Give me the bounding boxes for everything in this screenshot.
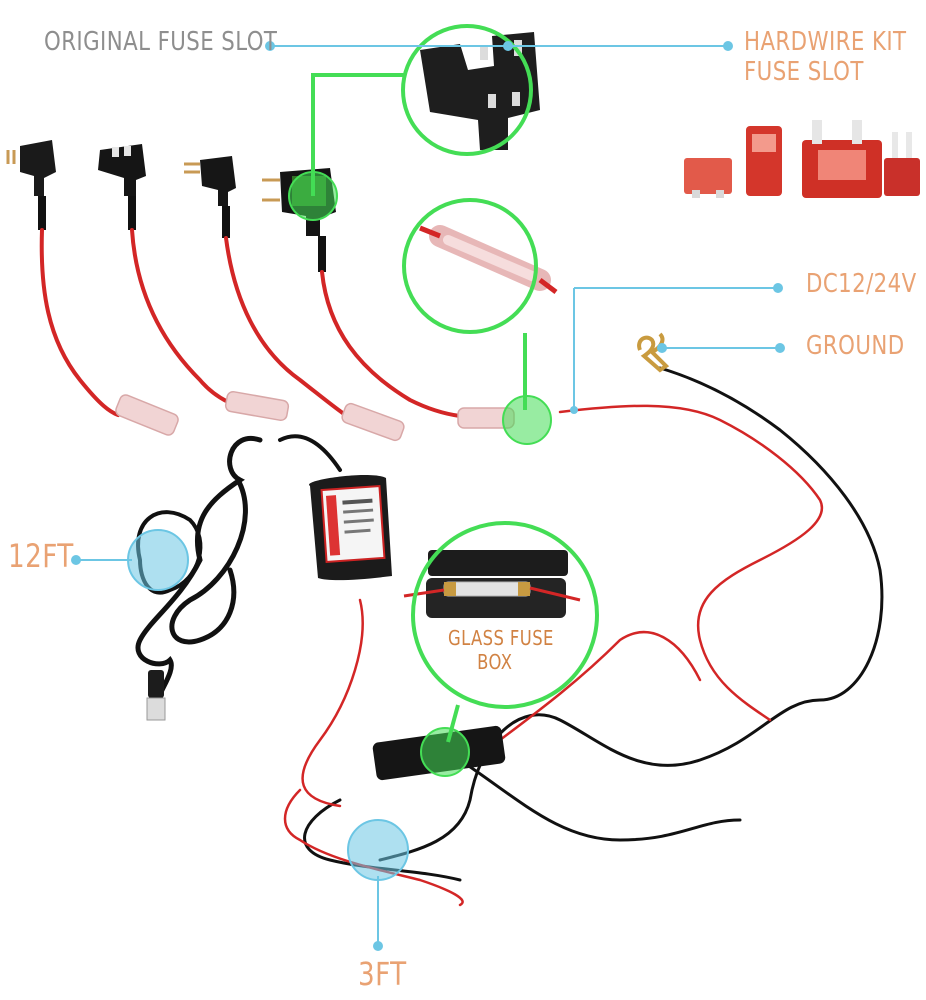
label-hardwire-kit-fuse-slot: HARDWIRE KIT FUSE SLOT [744, 27, 908, 88]
label-original-fuse-slot: ORIGINAL FUSE SLOT [44, 27, 278, 57]
label-glass-fuse-line2: BOX [477, 650, 513, 674]
label-ground: GROUND [806, 331, 905, 361]
label-3ft: 3FT [358, 955, 407, 993]
connector-sleeves [115, 390, 515, 442]
fuse-tap-3 [184, 156, 236, 238]
fuse-tap-wires [39, 228, 462, 418]
inline-fuse [419, 225, 558, 294]
fuse-slot-inset [420, 32, 540, 150]
blade-fuses [684, 120, 920, 198]
glass-fuse-inset [403, 550, 581, 618]
micro-usb-plug [146, 670, 166, 721]
green-callouts [311, 24, 599, 743]
label-hardwire-kit-line2: FUSE SLOT [744, 56, 864, 87]
label-hardwire-kit-line1: HARDWIRE KIT [744, 27, 907, 57]
blue-callouts [76, 45, 780, 946]
label-dc-voltage: DC12/24V [806, 269, 917, 299]
converter-box [309, 475, 392, 581]
blue-markers [127, 529, 409, 881]
label-12ft: 12FT [8, 537, 74, 575]
fuse-tap-2 [98, 144, 146, 230]
label-glass-fuse-box: GLASS FUSE BOX [448, 626, 554, 674]
green-markers [288, 171, 552, 777]
blue-dots [71, 41, 785, 951]
fuse-tap-1 [6, 140, 56, 230]
black-wires [135, 366, 884, 882]
label-glass-fuse-line1: GLASS FUSE [448, 626, 554, 650]
